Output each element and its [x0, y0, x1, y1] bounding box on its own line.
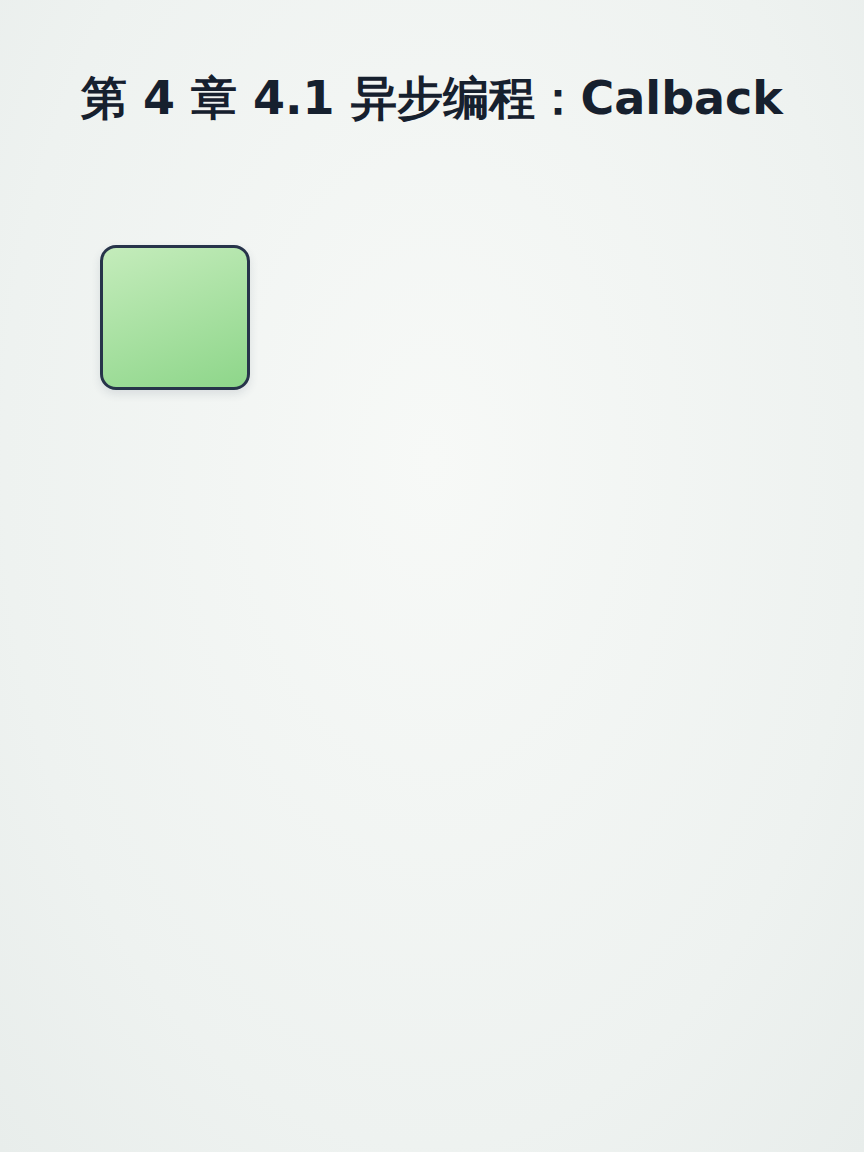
check-hexagon-box	[100, 245, 250, 390]
node-icon	[103, 248, 247, 387]
title: 第 4 章 4.1 异步编程：Calback	[10, 68, 854, 130]
